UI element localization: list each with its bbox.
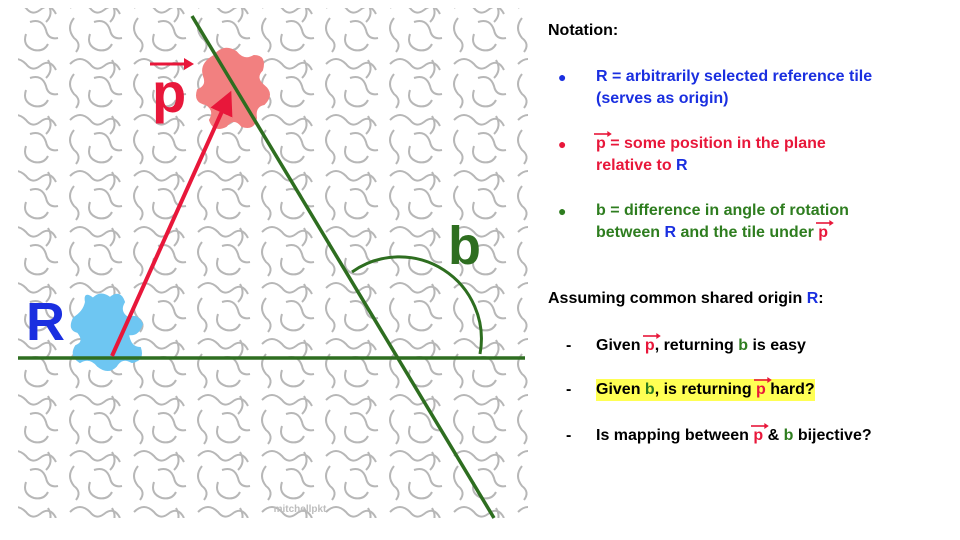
vector-arrow-icon [642,333,661,339]
notation-b-line2: between R and the tile under p [596,220,941,244]
bullet-dot-icon: ● [558,136,567,152]
label-p-arrow-icon [150,58,194,70]
label-p: p [152,61,186,124]
vector-arrow-icon [594,131,612,137]
vector-arrow-icon [816,220,835,226]
tiling-diagram: R p b mitchellpkt [18,8,528,519]
notation-title: Notation: [548,22,619,39]
watermark: mitchellpkt [274,504,327,515]
notes-panel: Notation: ● R = arbitrarily selected ref… [548,0,948,540]
rotated-line [190,15,496,519]
angle-arc [351,255,483,355]
notation-b-line1: b = difference in angle of rotation [596,202,849,219]
label-R: R [26,292,65,352]
assumptions-title: Assuming common shared origin R: [548,290,824,307]
notation-p-line2: relative to R [596,157,688,174]
notation-p-line1: p = some position in the plane [594,131,941,155]
bullet-dot-icon: ● [558,203,567,219]
vector-arrow-icon [754,377,772,383]
vector-arrow-icon [751,423,770,429]
label-b: b [448,216,481,276]
notation-R-line1: R = arbitrarily selected reference tile [596,68,873,85]
bullet-dot-icon: ● [558,69,567,85]
notation-R-line2: (serves as origin) [596,90,729,107]
reference-tile [70,293,144,371]
position-vector [110,90,233,357]
